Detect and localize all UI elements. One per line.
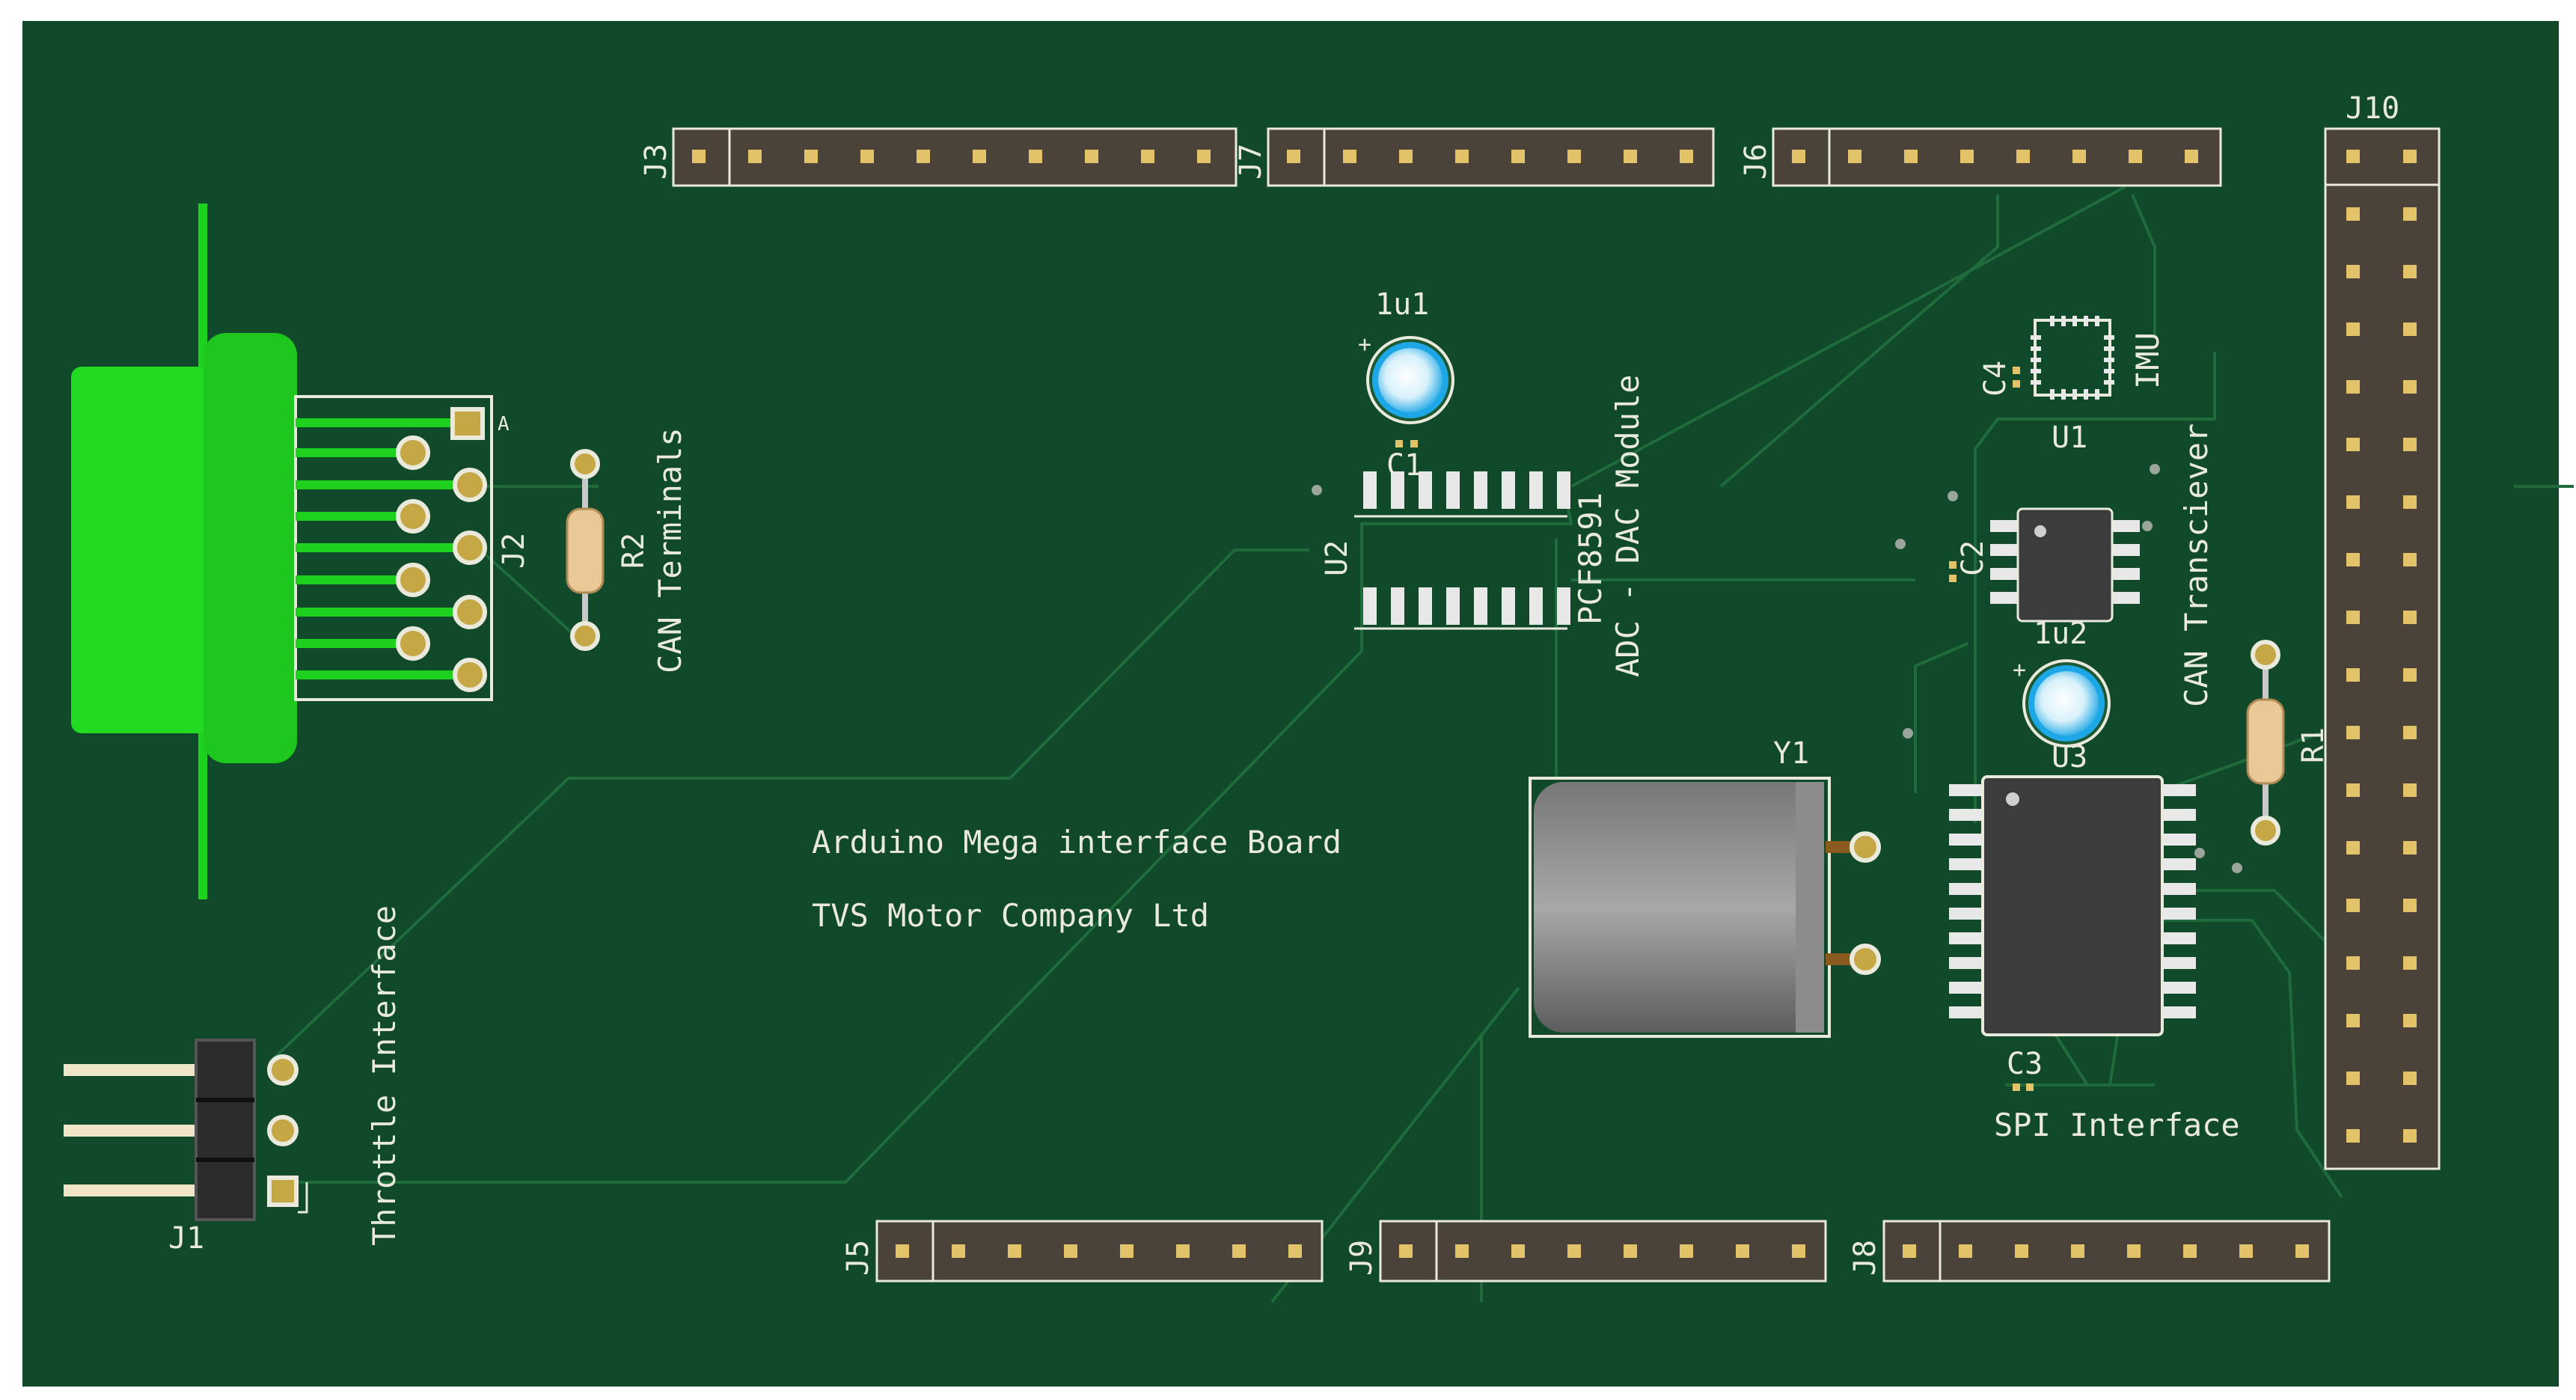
chip-can-transceiver [1990, 507, 2140, 623]
ref-cap-1u1: 1u1 [1375, 287, 1429, 322]
chip-u3-spi [1949, 775, 2196, 1036]
ref-u2: U2 [1320, 540, 1354, 576]
ref-j9: J9 [1344, 1240, 1379, 1276]
header-j3 [672, 127, 1237, 187]
crystal-oscillator-icon [1529, 777, 1881, 1038]
ref-u1: U1 [2052, 421, 2087, 455]
header-j6 [1772, 127, 2222, 187]
header-j10 [2324, 127, 2441, 1170]
ref-c3: C3 [2007, 1047, 2043, 1081]
electrolytic-capacitor-icon: + [2013, 657, 2111, 748]
ref-j10: J10 [2346, 91, 2399, 126]
ref-j8: J8 [1848, 1240, 1882, 1276]
ref-c4: C4 [1978, 361, 2013, 397]
resistor-r1 [2246, 640, 2285, 846]
ref-c2: C2 [1956, 540, 1990, 576]
board-company: TVS Motor Company Ltd [812, 897, 1209, 934]
label-adc-dac-module: ADC - DAC Module [1609, 374, 1646, 677]
svg-text:A: A [498, 413, 510, 435]
svg-text:+: + [2013, 657, 2026, 683]
label-imu: IMU [2129, 332, 2166, 389]
chip-u1-imu [2031, 316, 2114, 400]
ref-cap-1u2: 1u2 [2034, 617, 2087, 651]
header-j5 [875, 1220, 1324, 1283]
ref-j5: J5 [841, 1240, 875, 1276]
label-pcf8591: PCF8591 [1572, 492, 1609, 625]
ref-j3: J3 [639, 144, 673, 180]
board-outline [22, 21, 2559, 1387]
cap-c1-pads [1395, 440, 1418, 447]
board-title: Arduino Mega interface Board [812, 824, 1341, 861]
db9-connector-icon: A [71, 204, 510, 899]
label-can-transceiver: CAN Transciever [2178, 424, 2215, 707]
label-throttle-interface: Throttle Interface [366, 905, 403, 1246]
label-can-terminals: CAN Terminals [652, 427, 688, 673]
header-j8 [1882, 1220, 2331, 1283]
header-j7 [1267, 127, 1715, 187]
ref-y1: Y1 [1773, 736, 1809, 771]
resistor-r2 [566, 449, 605, 651]
ref-j6: J6 [1739, 144, 1773, 180]
cap-c2-pads [1949, 561, 1957, 582]
ref-j2: J2 [497, 533, 531, 569]
vias [1312, 464, 2242, 873]
header-j9 [1379, 1220, 1827, 1283]
cap-c3-pads [2013, 1083, 2034, 1091]
ref-j1: J1 [168, 1221, 204, 1256]
cap-c4-pads [2013, 367, 2020, 388]
ref-j7: J7 [1234, 144, 1268, 180]
chip-u2-pcf8591 [1354, 471, 1570, 630]
ref-r2: R2 [617, 533, 651, 569]
label-spi-interface: SPI Interface [1994, 1107, 2240, 1143]
header-j1-throttle [64, 1039, 308, 1221]
ref-u3: U3 [2052, 740, 2087, 774]
electrolytic-capacitor-icon: + [1358, 331, 1454, 424]
svg-text:+: + [1358, 331, 1371, 358]
ref-r1: R1 [2296, 727, 2331, 763]
